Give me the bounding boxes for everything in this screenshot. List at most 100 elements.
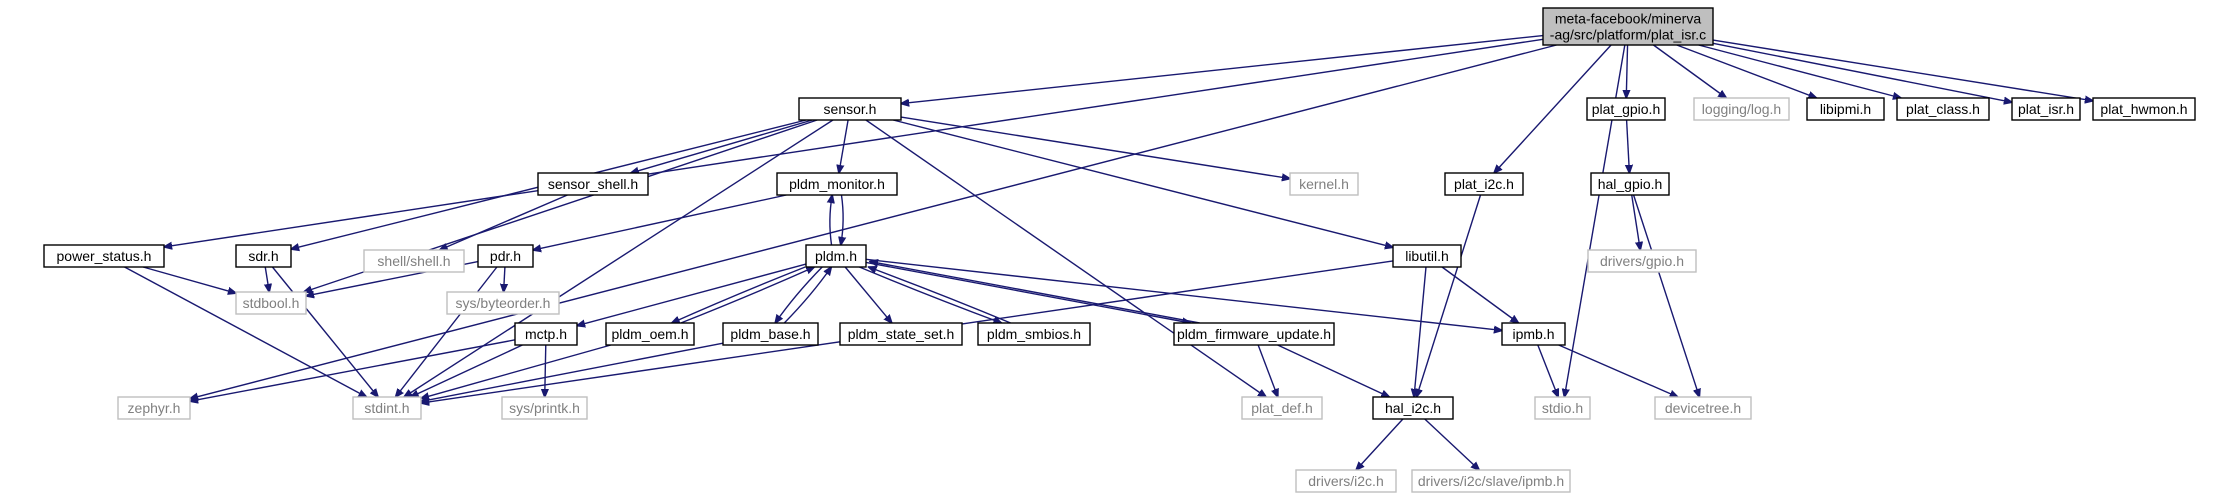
node-plat_i2c-label: plat_i2c.h [1454, 176, 1514, 192]
edge-hal_gpio-to-drivers_gpio [1631, 194, 1641, 250]
node-pldm_oem-box [605, 322, 695, 346]
node-libipmi-box [1806, 97, 1885, 121]
node-sensor[interactable]: sensor.h [798, 97, 902, 121]
node-plat_gpio[interactable]: plat_gpio.h [1586, 97, 1666, 121]
edge-pldm_base-to-stdint [421, 342, 724, 401]
node-pldm_base-label: pldm_base.h [730, 326, 810, 342]
node-plat_i2c[interactable]: plat_i2c.h [1444, 172, 1524, 196]
node-drivers_i2c-label: drivers/i2c.h [1308, 473, 1383, 489]
edge-sdr-to-stdbool [265, 266, 269, 292]
node-pldm_fw-box [1173, 322, 1335, 346]
edge-ipmb-to-devicetree [1558, 344, 1678, 397]
edge-pldm-to-pldm_fw [861, 260, 1190, 323]
node-plat_class-label: plat_class.h [1906, 101, 1980, 117]
node-plat_hwmon-box [2092, 97, 2196, 121]
node-mctp-box [514, 322, 578, 346]
node-sensor_shell-label: sensor_shell.h [548, 176, 638, 192]
edge-sdr-to-stdint [271, 266, 378, 397]
node-sdr-label: sdr.h [248, 248, 278, 264]
node-pldm_state_set[interactable]: pldm_state_set.h [839, 322, 963, 346]
node-root-label: meta-facebook/minerva [1555, 11, 1702, 27]
node-shell: shell/shell.h [363, 249, 465, 273]
node-libutil[interactable]: libutil.h [1392, 244, 1462, 268]
node-libutil-label: libutil.h [1405, 248, 1449, 264]
edge-root-to-log [1653, 44, 1726, 98]
node-ipmb_slave: drivers/i2c/slave/ipmb.h [1411, 469, 1571, 493]
node-hal_gpio[interactable]: hal_gpio.h [1590, 172, 1670, 196]
node-drivers_i2c-box [1295, 469, 1397, 493]
edge-sensor-to-plat_def [865, 119, 1266, 397]
edge-sensor-to-sensor_shell [631, 119, 813, 173]
node-devicetree-box [1654, 396, 1752, 420]
node-sensor-box [798, 97, 902, 121]
edge-root-to-plat_hwmon [1712, 39, 2093, 101]
node-pldm[interactable]: pldm.h [805, 244, 867, 268]
edge-sensor-to-libutil [893, 119, 1393, 247]
edge-root-to-libipmi [1676, 44, 1817, 98]
node-pldm_monitor[interactable]: pldm_monitor.h [776, 172, 898, 196]
edge-pdr-to-byteorder [504, 266, 505, 292]
edge-sensor_shell-to-shell [440, 194, 568, 250]
edge-pldm-to-pldm_monitor [830, 195, 832, 246]
node-root[interactable]: meta-facebook/minerva-ag/src/platform/pl… [1542, 7, 1714, 46]
node-shell-box [363, 249, 465, 273]
edge-pldm-to-pldm_base [775, 266, 823, 323]
node-plat_isr[interactable]: plat_isr.h [2011, 97, 2081, 121]
node-zephyr-label: zephyr.h [128, 400, 181, 416]
node-pldm_oem-label: pldm_oem.h [611, 326, 688, 342]
node-shell-label: shell/shell.h [377, 253, 450, 269]
edge-pldm_monitor-to-pdr [533, 194, 787, 250]
node-power_status-box [43, 244, 165, 268]
node-hal_i2c-label: hal_i2c.h [1385, 400, 1441, 416]
node-pldm-label: pldm.h [815, 248, 857, 264]
node-kernel: kernel.h [1289, 172, 1359, 196]
node-pldm_fw-label: pldm_firmware_update.h [1177, 326, 1331, 342]
node-pdr[interactable]: pdr.h [477, 244, 534, 268]
node-hal_i2c[interactable]: hal_i2c.h [1372, 396, 1454, 420]
edge-pldm_base-to-pldm [783, 267, 831, 324]
node-plat_isr-box [2011, 97, 2081, 121]
node-sdr[interactable]: sdr.h [235, 244, 292, 268]
node-pldm_base[interactable]: pldm_base.h [722, 322, 819, 346]
node-pdr-box [477, 244, 534, 268]
node-drivers_gpio: drivers/gpio.h [1587, 249, 1697, 273]
node-pldm_oem[interactable]: pldm_oem.h [605, 322, 695, 346]
node-libutil-box [1392, 244, 1462, 268]
node-ipmb-label: ipmb.h [1512, 326, 1554, 342]
node-plat_def: plat_def.h [1241, 396, 1323, 420]
edge-pldm-to-ipmb [865, 258, 1502, 330]
node-pldm_fw[interactable]: pldm_firmware_update.h [1173, 322, 1335, 346]
node-sdr-box [235, 244, 292, 268]
node-pldm_state_set-box [839, 322, 963, 346]
node-stdbool-label: stdbool.h [243, 295, 300, 311]
node-root-label: -ag/src/platform/plat_isr.c [1550, 27, 1706, 43]
edge-pldm_fw-to-pldm [870, 262, 1200, 324]
node-plat_class[interactable]: plat_class.h [1896, 97, 1990, 121]
node-pldm_smbios[interactable]: pldm_smbios.h [977, 322, 1091, 346]
node-sensor_shell[interactable]: sensor_shell.h [537, 172, 649, 196]
node-plat_hwmon[interactable]: plat_hwmon.h [2092, 97, 2196, 121]
node-plat_i2c-box [1444, 172, 1524, 196]
node-libipmi[interactable]: libipmi.h [1806, 97, 1885, 121]
node-stdio-box [1534, 396, 1591, 420]
node-libipmi-label: libipmi.h [1820, 101, 1871, 117]
edge-mctp-to-printk [545, 344, 546, 397]
node-mctp[interactable]: mctp.h [514, 322, 578, 346]
node-drivers_i2c: drivers/i2c.h [1295, 469, 1397, 493]
edge-root-to-plat_gpio [1626, 44, 1627, 98]
edge-root-to-plat_isr [1712, 42, 2012, 102]
node-stdint-box [352, 396, 422, 420]
node-ipmb_slave-box [1411, 469, 1571, 493]
edge-pdr-to-stdint [396, 266, 498, 397]
node-ipmb[interactable]: ipmb.h [1501, 322, 1566, 346]
edge-pldm-to-mctp [577, 263, 807, 326]
edge-power_status-to-stdint [124, 266, 366, 397]
edge-hal_i2c-to-ipmb_slave [1424, 418, 1479, 470]
edge-ipmb-to-stdio [1537, 344, 1558, 397]
edge-sensor-to-stdint [404, 119, 834, 397]
node-printk-label: sys/printk.h [509, 400, 580, 416]
edge-sensor-to-pldm_monitor [839, 119, 849, 173]
node-power_status[interactable]: power_status.h [43, 244, 165, 268]
node-drivers_gpio-label: drivers/gpio.h [1600, 253, 1684, 269]
